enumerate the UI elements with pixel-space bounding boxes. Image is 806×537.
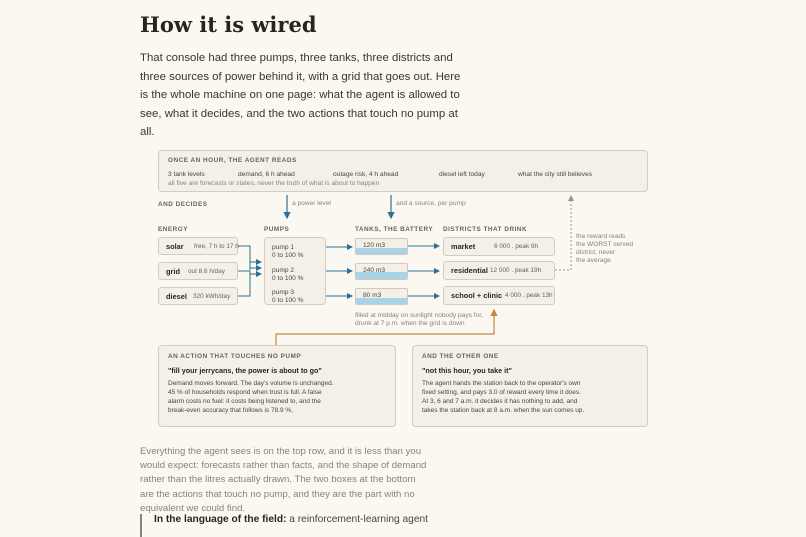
intro-paragraph: That console had three pumps, three tank… bbox=[140, 52, 461, 138]
tank-3-label: 80 m3 bbox=[363, 292, 382, 299]
agent-reads-caption: ONCE AN HOUR, THE AGENT READS bbox=[168, 157, 297, 164]
tank-2-label: 240 m3 bbox=[363, 267, 385, 274]
jerrycan-action-wire bbox=[275, 308, 498, 345]
tank-1-label: 120 m3 bbox=[363, 242, 385, 249]
reward-note-line-1: the reward reads bbox=[576, 233, 626, 240]
district-market bbox=[443, 237, 555, 256]
tank-3: 80 m3 bbox=[355, 288, 408, 305]
district-school-clinic bbox=[443, 286, 555, 305]
energy-solar bbox=[158, 237, 238, 255]
action-handback-caption: AND THE OTHER ONE bbox=[422, 353, 499, 360]
reads-item-demand: demand, 6 h ahead bbox=[238, 171, 295, 178]
energy-diesel bbox=[158, 287, 238, 305]
districts-caption: DISTRICTS THAT DRINK bbox=[443, 226, 528, 233]
district-residential-name: residential bbox=[451, 266, 488, 275]
reads-note: all five are forecasts or states, never … bbox=[168, 180, 380, 187]
pumps-to-tanks-wires bbox=[326, 244, 353, 299]
tank-3-level bbox=[356, 298, 407, 304]
decides-source-label: and a source, per pump bbox=[396, 200, 466, 207]
energy-caption: ENERGY bbox=[158, 226, 188, 233]
pumps-caption: PUMPS bbox=[264, 226, 290, 233]
reward-note-line-2: the WORST served bbox=[576, 241, 634, 248]
pump-2-name: pump 2 bbox=[272, 267, 294, 274]
action-handback-line-1: The agent hands the station back to the … bbox=[422, 380, 581, 387]
tanks-to-districts-wires bbox=[408, 243, 440, 299]
action-jerrycans-quote: "fill your jerrycans, the power is about… bbox=[168, 366, 322, 375]
reads-item-city-belief: what the city still believes bbox=[518, 171, 593, 178]
energy-grid-name: grid bbox=[166, 267, 180, 276]
action-jerrycans-panel bbox=[158, 345, 396, 427]
pump-1-range: 0 to 100 % bbox=[272, 252, 304, 259]
action-jerrycans-line-3: alarm costs no fuel: it costs being list… bbox=[168, 398, 321, 405]
energy-grid bbox=[158, 262, 238, 280]
action-handback-line-3: At 3, 6 and 7 a.m. it decides it has not… bbox=[422, 398, 578, 405]
pump-1-name: pump 1 bbox=[272, 244, 294, 251]
reward-feedback-wire bbox=[555, 195, 574, 271]
action-handback-line-2: fixed setting, and pays 3.0 of reward ev… bbox=[422, 389, 581, 396]
reward-note-line-4: the average bbox=[576, 257, 611, 264]
pump-2-range: 0 to 100 % bbox=[272, 275, 304, 282]
energy-diesel-value: 320 kWh/day bbox=[193, 293, 231, 300]
district-school-clinic-value: 4 000 . peak 13h bbox=[505, 292, 553, 299]
action-jerrycans-line-2: 45 % of households respond when trust is… bbox=[168, 389, 322, 396]
tank-1-level bbox=[356, 248, 407, 254]
action-handback-quote: "not this hour, you take it" bbox=[422, 366, 512, 375]
energy-diesel-name: diesel bbox=[166, 292, 187, 301]
decides-caption: AND DECIDES bbox=[158, 201, 208, 208]
pumps-panel bbox=[264, 237, 326, 305]
page-title: How it is wired bbox=[140, 12, 317, 37]
action-handback-line-4: takes the station back at 8 a.m. when th… bbox=[422, 407, 585, 414]
reward-note-line-3: district, never bbox=[576, 249, 616, 256]
outro-paragraph: Everything the agent sees is on the top … bbox=[140, 446, 427, 514]
action-handback-panel bbox=[412, 345, 648, 427]
action-jerrycans-line-4: break-even accuracy that follows is 78.9… bbox=[168, 407, 294, 414]
energy-solar-value: free, 7 h to 17 h bbox=[194, 243, 239, 250]
energy-grid-value: out 8.6 h/day bbox=[188, 268, 225, 275]
tank-2: 240 m3 bbox=[355, 263, 408, 280]
energy-to-pumps-wires bbox=[238, 245, 262, 297]
reads-item-diesel: diesel left today bbox=[439, 171, 485, 178]
tanks-note-line-2: drunk at 7 p.m. when the grid is down bbox=[355, 320, 465, 327]
energy-solar-name: solar bbox=[166, 242, 184, 251]
action-jerrycans-caption: AN ACTION THAT TOUCHES NO PUMP bbox=[168, 353, 302, 360]
reads-item-outage-risk: outage risk, 4 h ahead bbox=[333, 171, 399, 178]
agent-reads-panel bbox=[158, 150, 648, 192]
tanks-note-line-1: filled at midday on sunlight nobody pays… bbox=[355, 312, 483, 319]
tank-2-level bbox=[356, 272, 407, 279]
field-language-lead: In the language of the field: bbox=[154, 514, 287, 525]
district-residential-value: 12 000 . peak 19h bbox=[490, 267, 542, 274]
field-language-quote: In the language of the field: a reinforc… bbox=[140, 514, 440, 537]
field-language-text: a reinforcement-learning agent bbox=[286, 514, 429, 525]
district-market-name: market bbox=[451, 242, 476, 251]
district-school-clinic-name: school + clinic bbox=[451, 291, 503, 300]
action-jerrycans-line-1: Demand moves forward. The day's volume i… bbox=[168, 380, 334, 387]
decides-power-level-label: a power level bbox=[292, 200, 331, 207]
pump-3-range: 0 to 100 % bbox=[272, 297, 304, 304]
tank-1: 120 m3 bbox=[355, 238, 408, 255]
reads-item-tank-levels: 3 tank levels bbox=[168, 171, 205, 178]
tanks-caption: TANKS, THE BATTERY bbox=[355, 226, 434, 233]
district-market-value: 6 000 . peak 6h bbox=[494, 243, 539, 250]
district-residential bbox=[443, 261, 555, 280]
pump-3-name: pump 3 bbox=[272, 289, 294, 296]
